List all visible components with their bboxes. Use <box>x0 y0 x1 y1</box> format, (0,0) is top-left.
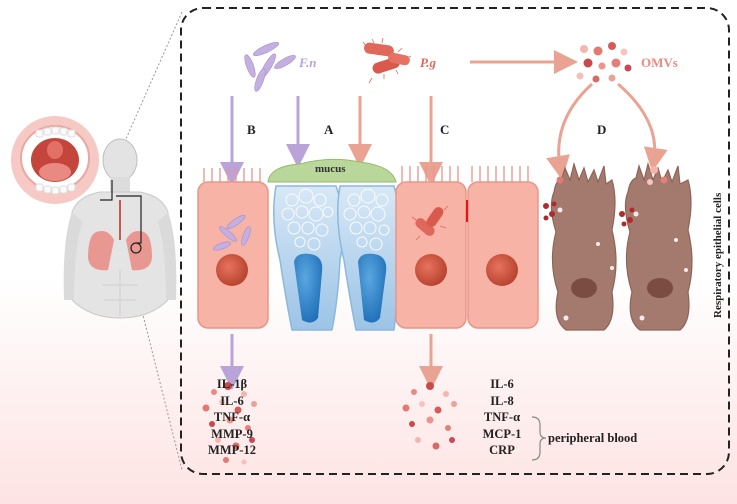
cytokine-il6-right: IL-6 <box>490 377 514 391</box>
fn-label: F.n <box>299 55 317 70</box>
respiratory-epithelial-label: Respiratory epithelial cells <box>712 192 724 318</box>
omv-vesicles <box>576 42 632 83</box>
pathway-arrows <box>220 50 668 390</box>
goblet-cell-1 <box>273 185 344 331</box>
mechanism-c-label: C <box>440 122 450 137</box>
goblet-cell-2 <box>337 185 401 331</box>
mouth-closeup <box>11 116 99 204</box>
omv-label: OMVs <box>641 55 678 70</box>
pg-bacteria <box>362 37 412 84</box>
dashed-frame <box>180 7 730 475</box>
cytokine-crp: CRP <box>489 443 515 457</box>
cytokine-il1b: IL-1β <box>216 377 248 391</box>
cytokine-il8: IL-8 <box>490 393 514 408</box>
mucus-label: mucus <box>315 163 346 175</box>
fn-bacteria <box>244 41 296 92</box>
cell-b <box>197 181 269 329</box>
mucus-layer <box>267 158 397 183</box>
mechanism-a-label: A <box>324 122 334 137</box>
junction-omvs <box>543 201 635 227</box>
released-dots-right <box>402 382 457 450</box>
left-lung <box>88 231 114 271</box>
cytokine-list-right: IL-6 IL-8 TNF-α MCP-1 CRP <box>467 376 537 459</box>
cytokine-mmp12: MMP-12 <box>208 443 256 457</box>
damaged-cell-2 <box>624 161 693 331</box>
omvs-near-cells <box>556 166 668 185</box>
cell-c2 <box>467 181 539 329</box>
cilia <box>203 166 529 182</box>
arrow-d-right <box>617 82 668 172</box>
pg-label: P.g <box>420 55 437 70</box>
cytokine-list-left: IL-1β IL-6 TNF-α MMP-9 MMP-12 <box>197 376 267 459</box>
cell-c1 <box>395 181 467 329</box>
human-body-figure <box>63 138 177 319</box>
released-dots-left <box>202 382 257 465</box>
cytokine-tnfa-right: TNF-α <box>483 410 521 424</box>
arrow-d-left <box>546 82 594 180</box>
blood-bracket <box>531 416 547 461</box>
cytokine-il6-left: IL-6 <box>220 393 244 408</box>
mechanism-b-label: B <box>247 122 256 137</box>
damaged-cell-1 <box>550 161 617 331</box>
mechanism-d-label: D <box>597 122 607 137</box>
cytokine-mmp9: MMP-9 <box>211 426 253 441</box>
cytokine-mcp1: MCP-1 <box>482 426 522 441</box>
right-lung <box>126 231 152 271</box>
cytokine-tnfa-left: TNF-α <box>213 410 251 424</box>
peripheral-blood-label: peripheral blood <box>548 431 638 445</box>
